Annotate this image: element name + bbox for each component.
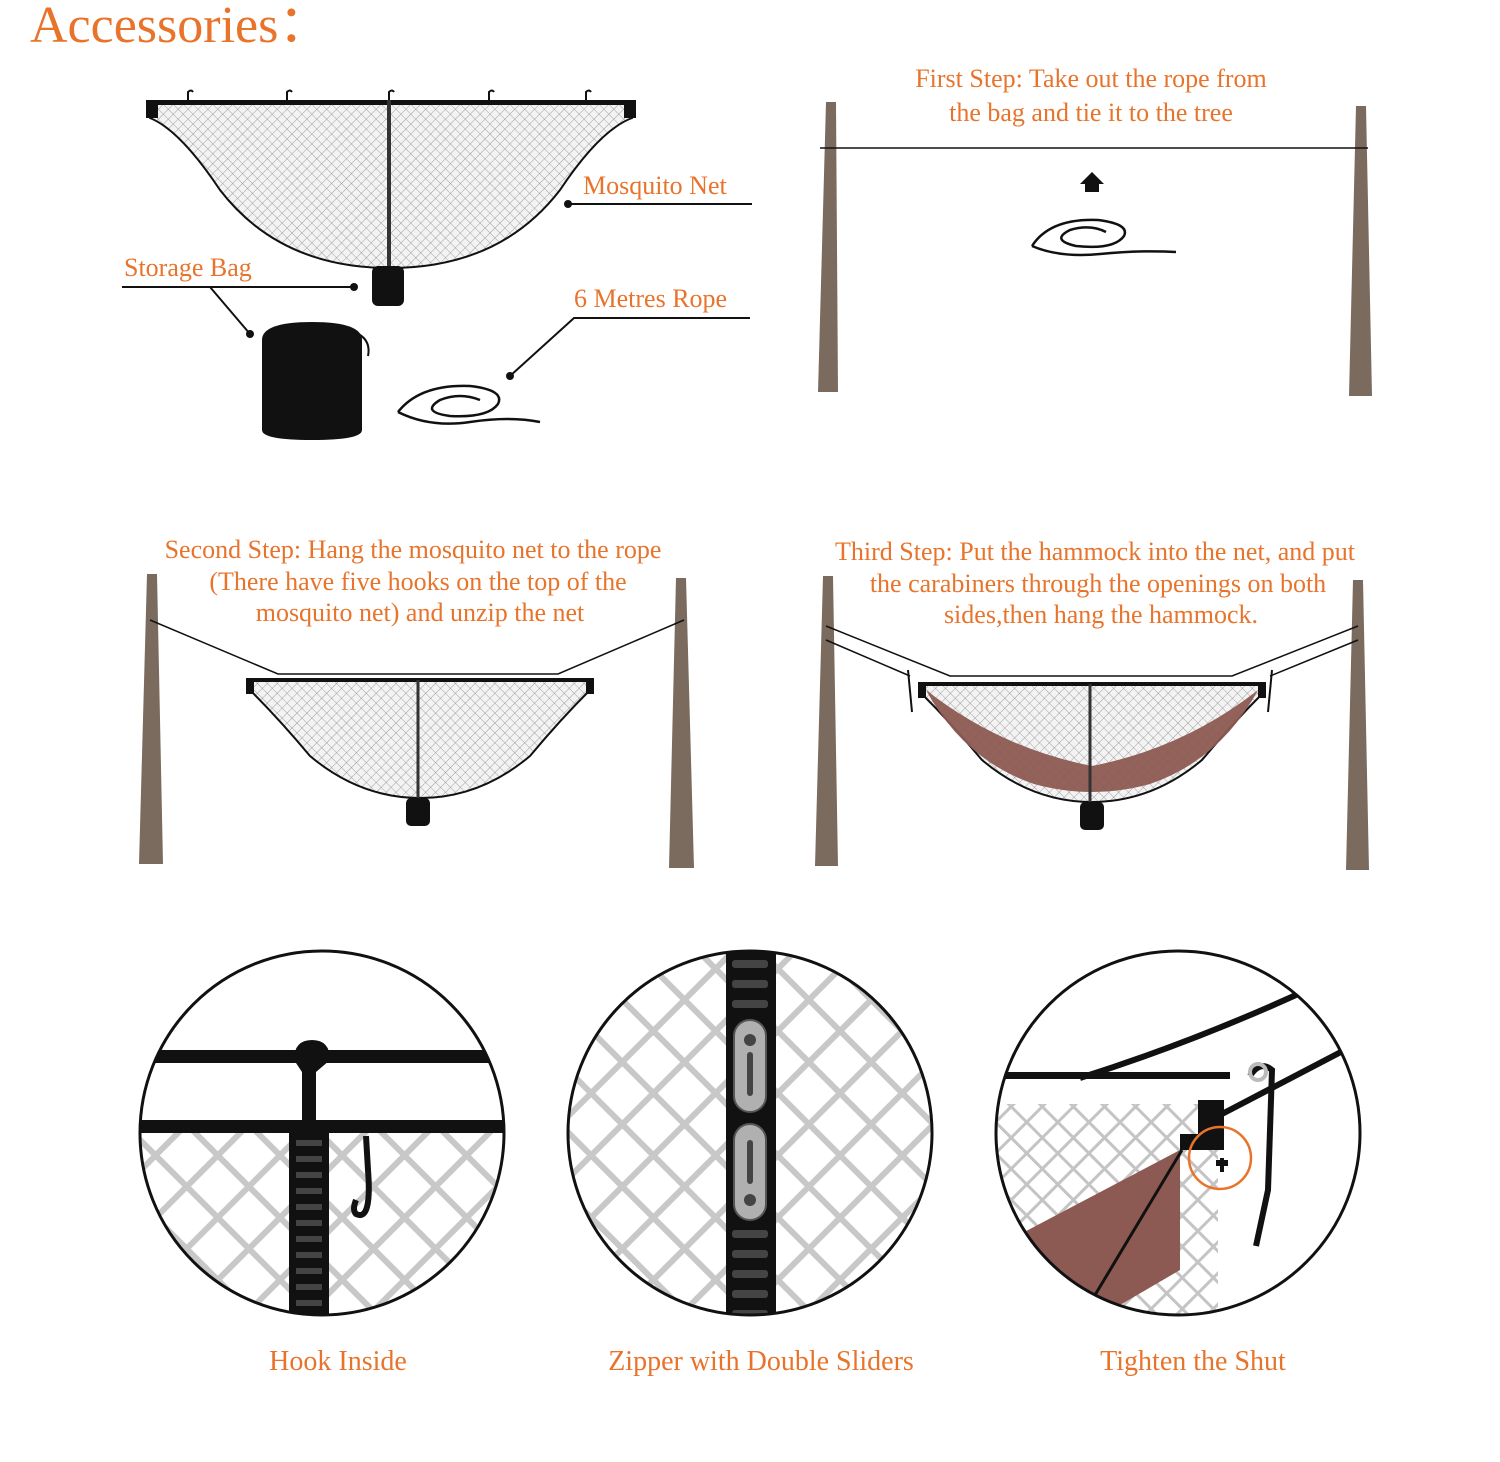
- hammock-body: [926, 690, 1258, 792]
- third-step-line-1: Third Step: Put the hammock into the net…: [835, 537, 1356, 566]
- rope-label: 6 Metres Rope: [574, 284, 727, 313]
- hook-inside-caption: Hook Inside: [269, 1346, 407, 1377]
- storage-bag-icon: [262, 322, 370, 440]
- tree-trunk-icon: [1346, 580, 1369, 870]
- mosquito-net-icon: [246, 678, 594, 826]
- tighten-detail-circle: [994, 949, 1362, 1317]
- second-step-line-3: mosquito net) and unzip the net: [256, 598, 585, 627]
- up-arrow-icon: [1080, 172, 1104, 192]
- tree-trunk-icon: [818, 102, 838, 392]
- second-step-line-2: (There have five hooks on the top of the: [209, 567, 626, 596]
- hanging-rope: [149, 619, 685, 675]
- tree-trunk-icon: [1349, 106, 1372, 396]
- mosquito-net-icon: [907, 669, 1273, 830]
- tree-trunk-icon: [815, 576, 838, 866]
- tighten-caption: Tighten the Shut: [1100, 1346, 1286, 1377]
- hook-icon: [294, 1040, 372, 1218]
- storage-bag-small-icon: [372, 266, 404, 306]
- first-step-line-2: the bag and tie it to the tree: [949, 98, 1233, 127]
- rope-coil-icon: [1030, 218, 1177, 257]
- rope-leader: [509, 317, 750, 377]
- third-step-line-3: sides,then hang the hammock.: [944, 600, 1258, 629]
- page-title: Accessories：: [30, 0, 330, 54]
- rope-coil-icon: [397, 384, 541, 425]
- first-step-line-1: First Step: Take out the rope from: [915, 64, 1267, 93]
- tree-trunk-icon: [669, 578, 694, 868]
- mosquito-net-icon: [146, 89, 636, 270]
- mosquito-net-label: Mosquito Net: [583, 171, 728, 200]
- third-step-line-2: the carabiners through the openings on b…: [870, 569, 1326, 598]
- hook-detail-circle: [138, 949, 506, 1317]
- hanging-rope: [825, 625, 1359, 677]
- storage-bag-label: Storage Bag: [124, 253, 252, 282]
- second-step-line-1: Second Step: Hang the mosquito net to th…: [165, 535, 662, 564]
- tree-trunk-icon: [139, 574, 163, 864]
- zipper-slider-icon: [733, 1019, 767, 1221]
- zipper-detail-circle: [566, 949, 934, 1317]
- zipper-caption: Zipper with Double Sliders: [608, 1346, 914, 1377]
